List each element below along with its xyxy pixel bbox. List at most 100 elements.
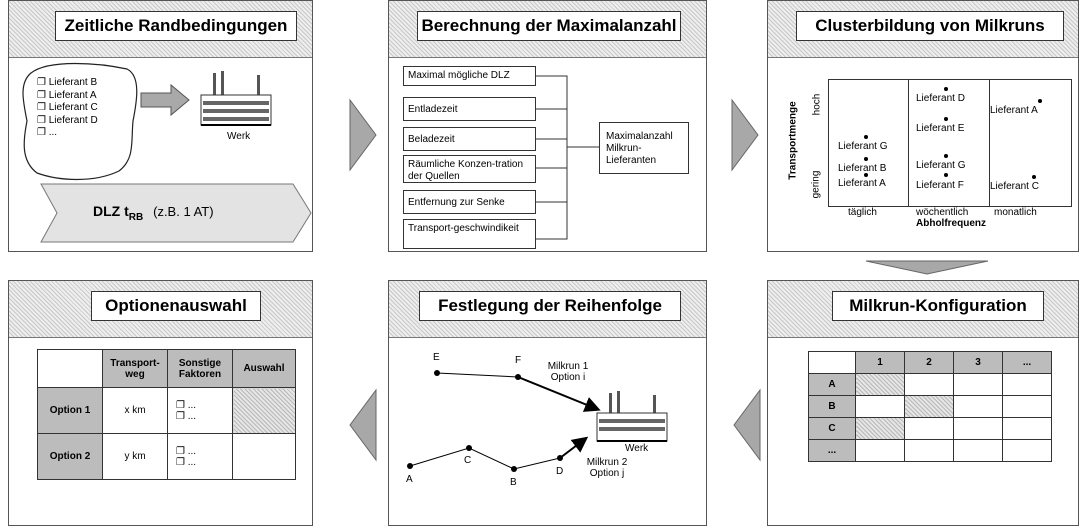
dlz-subscript: RB (128, 212, 144, 223)
x-tick: täglich (848, 207, 877, 218)
x-tick: wöchentlich (916, 207, 969, 218)
cluster-label: Lieferant G (838, 141, 888, 152)
panel-title: Milkrun-Konfiguration (832, 291, 1044, 321)
cluster-label: Lieferant F (916, 180, 964, 191)
cluster-label: Lieferant A (990, 105, 1038, 116)
list-item: ❐ ... (37, 127, 58, 138)
dlz-example: (z.B. 1 AT) (153, 204, 214, 219)
flow-arrow-right-icon (731, 98, 759, 172)
x-tick: monatlich (994, 207, 1037, 218)
selection-cell (232, 433, 296, 480)
table-row: ... (808, 439, 1052, 462)
panel-berechnung-maximalanzahl: Berechnung der Maximalanzahl Maximal mög… (388, 0, 707, 252)
list-item: ❐ Lieferant D (37, 114, 98, 126)
table-header-cell: Sonstige Faktoren (167, 349, 233, 388)
arrow-right-icon (140, 83, 190, 117)
table-header-cell: ... (1002, 351, 1052, 374)
dlz-chevron (40, 183, 312, 243)
factory-icon (200, 71, 272, 126)
options-table: Transport-weg Sonstige Faktoren Auswahl … (37, 349, 296, 480)
factor-box: Entfernung zur Senke (403, 190, 536, 214)
list-item: ❐ Lieferant A (37, 89, 97, 101)
node-label: A (406, 474, 413, 485)
option-cell: Option 1 (37, 387, 103, 434)
table-row: Option 2 y km ❐ ... ❐ ... (37, 433, 296, 480)
cluster-grid (828, 79, 1072, 207)
cluster-label: Lieferant D (916, 93, 965, 104)
panel-clusterbildung: Clusterbildung von Milkruns Lieferant G … (767, 0, 1079, 252)
node-label: B (510, 477, 517, 488)
cluster-label: Lieferant A (838, 178, 886, 189)
row-header: C (808, 417, 856, 440)
panel-reihenfolge: Festlegung der Reihenfolge (388, 280, 707, 526)
row-header: ... (808, 439, 856, 462)
dlz-main: DLZ t (93, 203, 129, 219)
config-table: 1 2 3 ... A B C ... (808, 351, 1052, 462)
result-box: Maximalanzahl Milkrun-Lieferanten (599, 122, 689, 174)
table-header-cell (37, 349, 103, 388)
table-row: B (808, 395, 1052, 418)
table-header-cell: 1 (855, 351, 905, 374)
table-header-cell: Transport-weg (102, 349, 168, 388)
factor-box: Maximal mögliche DLZ (403, 66, 536, 86)
panel-title: Optionenauswahl (91, 291, 261, 321)
plant-label: Werk (625, 443, 649, 454)
plant-label: Werk (227, 131, 251, 142)
table-row: Option 1 x km ❐ ... ❐ ... (37, 387, 296, 434)
table-header-cell: Auswahl (232, 349, 296, 388)
panel-title: Zeitliche Randbedingungen (55, 11, 297, 41)
table-row: C (808, 417, 1052, 440)
panel-header: Berechnung der Maximalanzahl (389, 1, 706, 58)
flow-arrow-down-icon (865, 260, 989, 275)
panel-milkrun-konfiguration: Milkrun-Konfiguration 1 2 3 ... A B C ..… (767, 280, 1079, 526)
list-item: ❐ Lieferant C (37, 102, 98, 113)
panel-title: Berechnung der Maximalanzahl (417, 11, 681, 41)
flow-arrow-right-icon (349, 98, 377, 172)
factor-connectors (536, 75, 599, 240)
supplier-cloud (22, 62, 312, 243)
route-diagram (407, 370, 668, 472)
dlz-label: DLZ tRB (z.B. 1 AT) (93, 203, 214, 223)
table-cell (904, 395, 954, 418)
table-cell (855, 373, 905, 396)
list-item: ❐ Lieferant B (37, 77, 98, 88)
table-header-row: Transport-weg Sonstige Faktoren Auswahl (37, 349, 296, 388)
node-label: D (556, 466, 564, 477)
factor-box: Transport-geschwindikeit (403, 219, 536, 249)
cluster-points (864, 87, 1042, 179)
cluster-label: Lieferant G (916, 160, 966, 171)
cluster-label: Lieferant B (838, 163, 887, 174)
panel-header: Milkrun-Konfiguration (768, 281, 1078, 338)
panel-header: Festlegung der Reihenfolge (389, 281, 706, 338)
supplier-list: ❐ Lieferant B ❐ Lieferant A ❐ Lieferant … (37, 77, 98, 140)
flow-arrow-left-icon (349, 388, 377, 462)
table-cell (855, 417, 905, 440)
panel-title: Clusterbildung von Milkruns (796, 11, 1064, 41)
row-header: B (808, 395, 856, 418)
cluster-label: Lieferant E (916, 123, 965, 134)
cluster-label: Lieferant C (990, 181, 1039, 192)
selection-cell (232, 387, 296, 434)
panel-optionenauswahl: Optionenauswahl Transport-weg Sonstige F… (8, 280, 313, 526)
panel-header: Zeitliche Randbedingungen (9, 1, 312, 58)
node-label: E (433, 352, 440, 363)
route-label: Milkrun 2 Option j (586, 457, 628, 479)
route-label: Milkrun 1 Option i (547, 361, 589, 383)
x-axis-label: Abholfrequenz (916, 218, 986, 229)
factors-cell: ❐ ... ❐ ... (167, 433, 233, 480)
table-cell (1002, 439, 1052, 462)
distance-cell: y km (102, 433, 168, 480)
factor-box: Entladezeit (403, 97, 536, 121)
panel-zeitliche-randbedingungen: Zeitliche Randbedingungen ❐ Lieferant B … (8, 0, 313, 252)
factory-icon (596, 391, 668, 442)
panel-header: Clusterbildung von Milkruns (768, 1, 1078, 58)
option-cell: Option 2 (37, 433, 103, 480)
factor-box: Beladezeit (403, 127, 536, 151)
table-row: A (808, 373, 1052, 396)
node-label: C (464, 455, 472, 466)
node-label: F (515, 355, 522, 366)
flow-arrow-left-icon (733, 388, 761, 462)
factor-box: Räumliche Konzen-tration der Quellen (403, 155, 536, 183)
panel-title: Festlegung der Reihenfolge (419, 291, 681, 321)
